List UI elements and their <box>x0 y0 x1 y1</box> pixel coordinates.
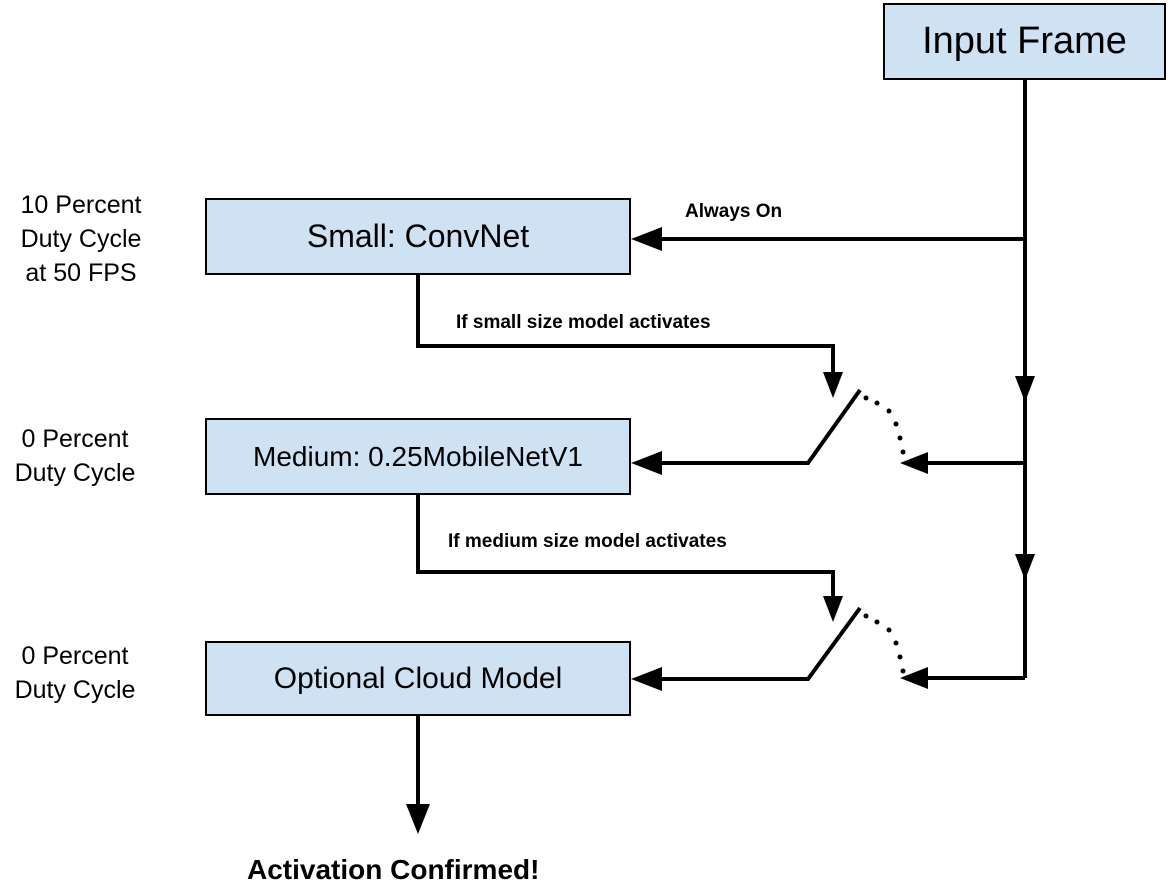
cloud-model-label: Optional Cloud Model <box>273 661 563 695</box>
small-model-box: Small: ConvNet <box>205 198 631 275</box>
input-frame-label: Input Frame <box>922 20 1127 62</box>
arrowhead-left <box>631 451 662 475</box>
duty-cycle-line: at 50 FPS <box>25 259 137 287</box>
arrowhead-left <box>900 667 928 689</box>
duty-cycle-line: 0 Percent <box>21 425 129 453</box>
switch-2-dot <box>893 640 899 646</box>
arrowhead-down <box>1015 376 1035 402</box>
switch-2 <box>655 606 862 681</box>
arrowhead-down <box>823 372 843 398</box>
switch-1-dot <box>897 435 903 441</box>
always-on-label: Always On <box>685 201 783 222</box>
duty-cycle-line: 10 Percent <box>20 191 142 219</box>
duty-cycle-line: 0 Percent <box>21 642 129 670</box>
switch-1-dot <box>900 449 906 455</box>
medium-model-box: Medium: 0.25MobileNetV1 <box>205 418 631 495</box>
control-line-small <box>416 275 835 382</box>
switch-1-dot <box>874 400 880 406</box>
arrowhead-down <box>1015 554 1035 580</box>
arrowhead-left <box>631 227 662 251</box>
medium-duty-cycle-note: 0 Percent Duty Cycle <box>0 422 150 490</box>
small-duty-cycle-note: 10 Percent Duty Cycle at 50 FPS <box>0 188 162 290</box>
switch-1-dot <box>886 408 892 414</box>
arrowhead-left <box>631 667 662 691</box>
input-frame-box: Input Frame <box>883 3 1166 80</box>
switch-2-dot <box>886 627 892 633</box>
switch-1-dot <box>893 421 899 427</box>
small-activates-label: If small size model activates <box>456 312 711 333</box>
cloud-model-box: Optional Cloud Model <box>205 641 631 716</box>
switch-1-dot <box>863 395 869 401</box>
arrowhead-left <box>900 452 928 474</box>
cloud-duty-cycle-note: 0 Percent Duty Cycle <box>0 639 150 707</box>
medium-activates-label: If medium size model activates <box>448 531 727 552</box>
switch-1 <box>655 388 862 465</box>
duty-cycle-line: Duty Cycle <box>14 676 136 704</box>
arrowhead-down <box>406 804 430 834</box>
activation-confirmed-label: Activation Confirmed! <box>247 854 540 885</box>
control-line-medium <box>416 495 835 602</box>
switch-2-dot <box>897 654 903 660</box>
medium-model-label: Medium: 0.25MobileNetV1 <box>253 440 583 472</box>
duty-cycle-line: Duty Cycle <box>20 225 142 253</box>
arrowhead-down <box>823 596 843 622</box>
switch-2-dot <box>874 619 880 625</box>
switch-2-dot <box>900 668 906 674</box>
small-model-label: Small: ConvNet <box>306 218 530 254</box>
switch-2-dot <box>863 613 869 619</box>
duty-cycle-line: Duty Cycle <box>14 459 136 487</box>
